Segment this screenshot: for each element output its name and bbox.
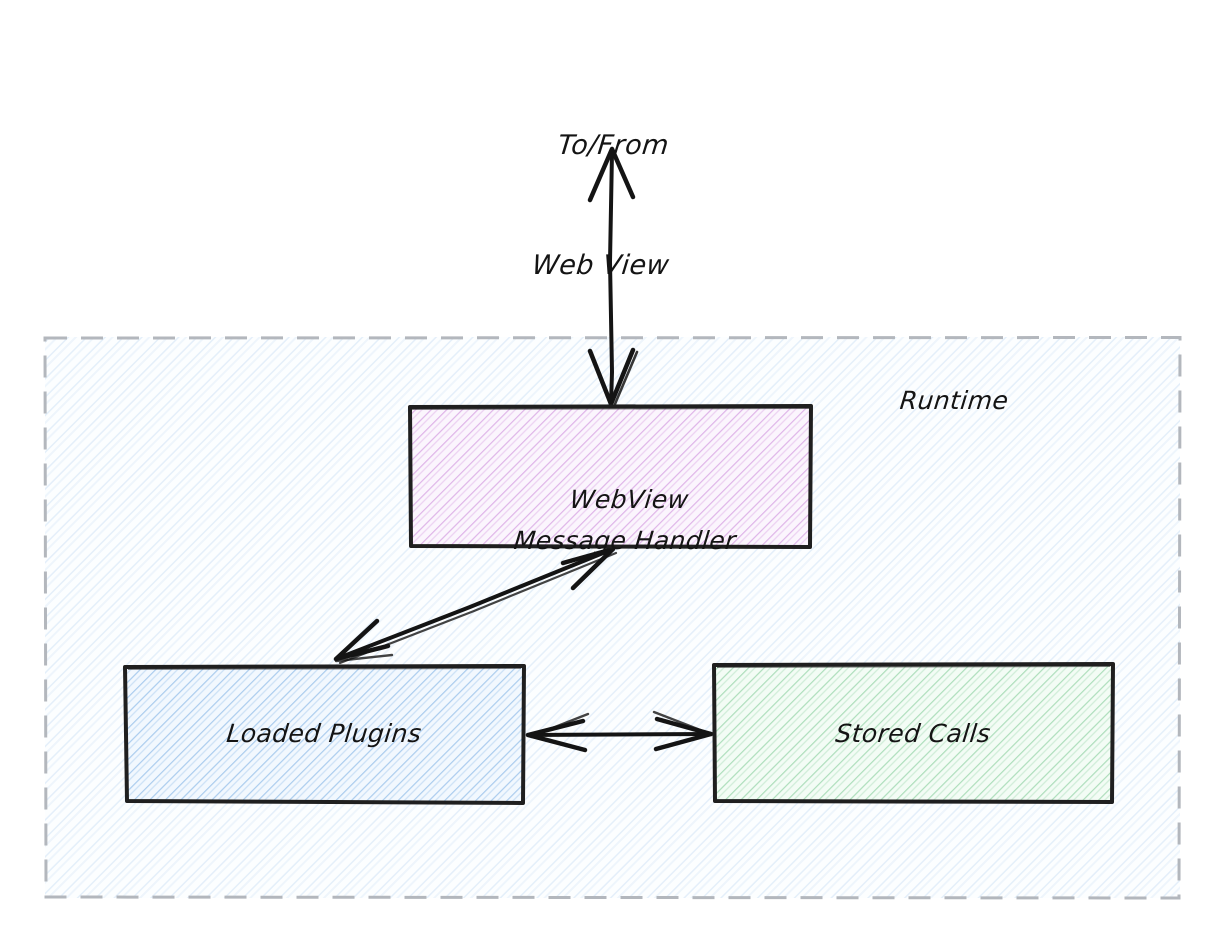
node-loaded-plugins[interactable]: [123, 664, 526, 805]
runtime-container-label: Runtime: [898, 386, 1010, 415]
node-stored-calls[interactable]: [712, 662, 1115, 804]
edge-webview-external: [587, 146, 639, 407]
node-stored-calls-label: Stored Calls: [834, 719, 993, 748]
edge-handler-plugins: [333, 546, 618, 665]
external-endpoint-label: To/From Web View: [0, 46, 1228, 366]
edge-plugins-calls: [525, 710, 714, 753]
external-endpoint-label-line2: Web View: [530, 250, 671, 281]
node-loaded-plugins-label: Loaded Plugins: [225, 719, 423, 748]
node-webview-message-handler-label-line2: Message Handler: [512, 526, 738, 555]
node-webview-message-handler-label: WebView Message Handler: [400, 438, 820, 602]
node-webview-message-handler[interactable]: [408, 404, 813, 549]
external-endpoint-label-line1: To/From: [556, 130, 671, 161]
node-webview-message-handler-label-line1: WebView: [568, 485, 691, 514]
